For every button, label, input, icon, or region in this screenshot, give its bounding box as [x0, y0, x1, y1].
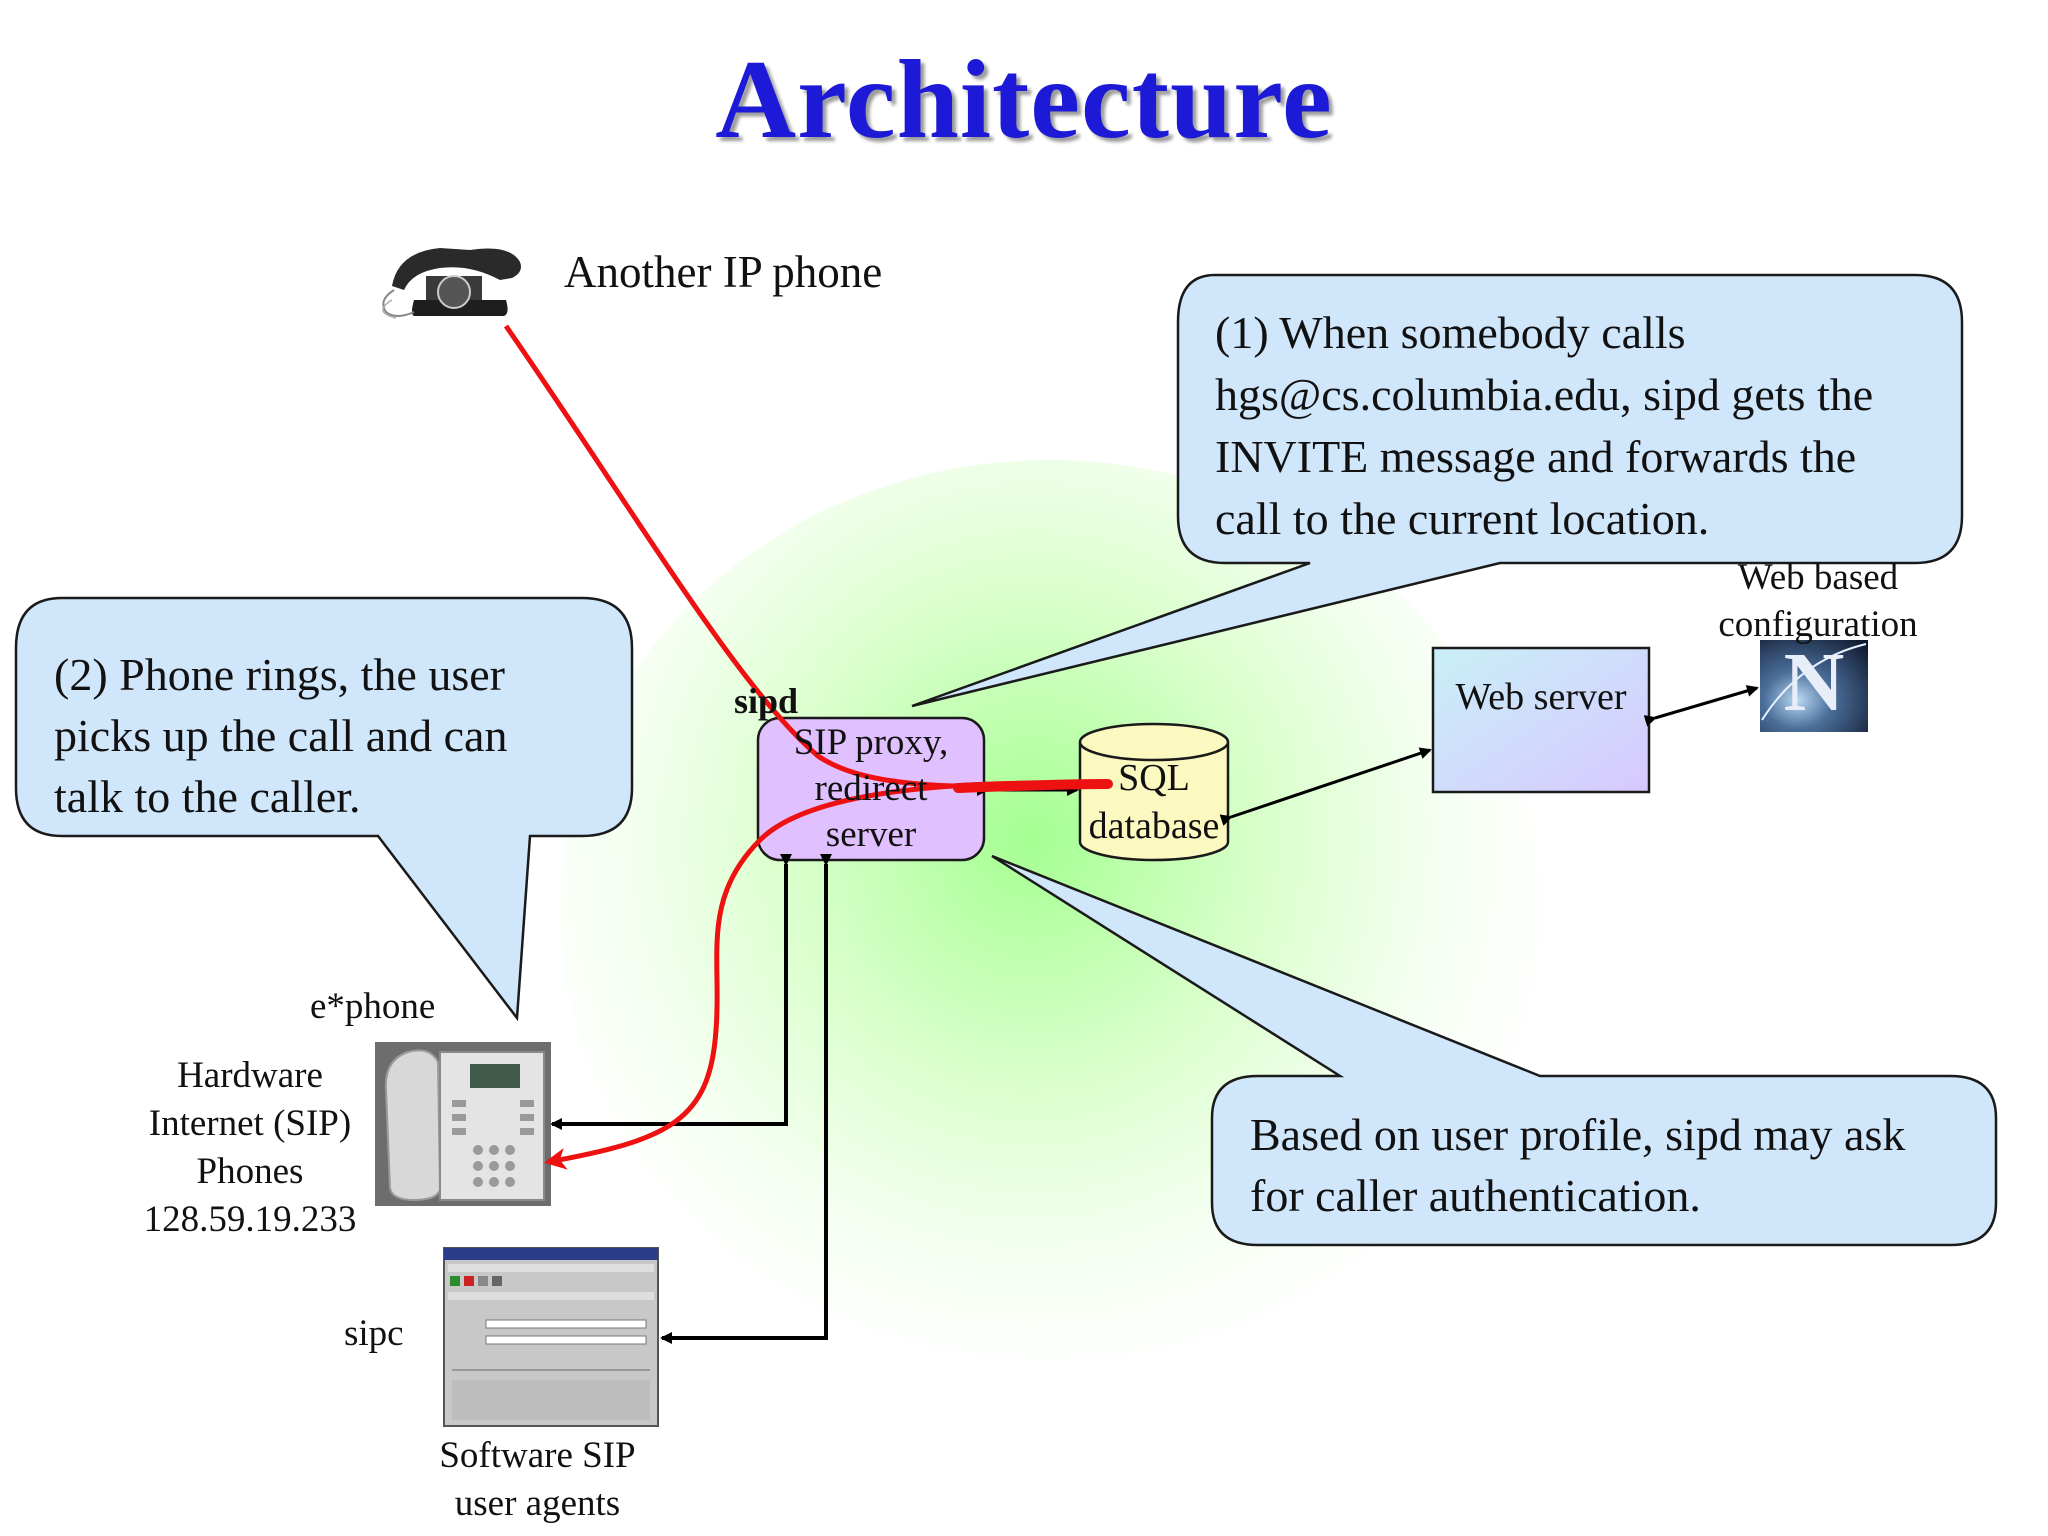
callout-1-bubble — [911, 273, 1964, 708]
web-config-line-1: Web based — [1737, 557, 1899, 598]
netscape-icon: N — [1760, 636, 1868, 732]
netscape-letter: N — [1784, 636, 1845, 729]
proxy-line-2: redirect — [814, 768, 928, 809]
arrow-proxy-sipc — [660, 854, 832, 1344]
callout-3-line-2: for caller authentication. — [1250, 1170, 1701, 1221]
page-title: Architecture — [715, 38, 1333, 162]
callout-2-line-1: (2) Phone rings, the user — [54, 649, 505, 700]
callout-3-line-1: Based on user profile, sipd may ask — [1250, 1109, 1906, 1160]
callout-2-line-3: talk to the caller. — [54, 771, 361, 822]
callout-1-line-3: INVITE message and forwards the — [1215, 431, 1857, 482]
sipc-label: sipc — [344, 1313, 404, 1354]
arrow-web-netscape — [1643, 685, 1759, 727]
web-server-box — [1431, 646, 1651, 794]
sw-line-1: Software SIP — [439, 1435, 636, 1476]
proxy-line-1: SIP proxy, — [793, 722, 949, 763]
sipd-label: sipd — [734, 681, 799, 721]
arrow-proxy-ephone — [550, 854, 792, 1130]
ephone-label: e*phone — [310, 986, 436, 1027]
sql-line-2: database — [1088, 805, 1220, 847]
web-config-label: Web based configuration — [1690, 554, 1946, 648]
callout-3-text: Based on user profile, sipd may ask for … — [1250, 1104, 1905, 1226]
callout-2-text: (2) Phone rings, the user picks up the c… — [54, 644, 507, 827]
callout-2-bubble — [14, 596, 634, 1022]
hw-line-3: Phones — [196, 1151, 304, 1192]
callout-1-text: (1) When somebody calls hgs@cs.columbia.… — [1215, 302, 1873, 550]
desk-phone-icon — [375, 1042, 551, 1206]
callout-1-line-2: hgs@cs.columbia.edu, sipd gets the — [1215, 369, 1874, 420]
web-config-line-2: configuration — [1718, 604, 1918, 645]
callout-3-bubble — [991, 854, 1998, 1247]
web-server-text: Web server — [1455, 676, 1627, 718]
callout-2-line-2: picks up the call and can — [54, 710, 508, 761]
call-path-return — [544, 780, 1091, 1170]
sql-line-1: SQL — [1118, 757, 1190, 799]
hw-line-4: 128.59.19.233 — [143, 1199, 357, 1240]
sql-database-text: SQL database — [1080, 754, 1228, 850]
sip-proxy-text: SIP proxy, redirect server — [758, 720, 984, 858]
sql-database-cylinder — [1078, 722, 1230, 862]
callout-1-line-1: (1) When somebody calls — [1215, 307, 1686, 358]
another-phone-label: Another IP phone — [564, 247, 883, 297]
sw-line-2: user agents — [454, 1483, 621, 1524]
sip-client-window-icon — [443, 1247, 659, 1427]
hw-line-1: Hardware — [177, 1055, 323, 1096]
hw-line-2: Internet (SIP) — [148, 1103, 352, 1144]
software-agents-label: Software SIP user agents — [400, 1432, 675, 1528]
arrow-db-web — [1219, 747, 1432, 826]
proxy-line-3: server — [825, 814, 917, 855]
telephone-icon — [382, 248, 521, 319]
callout-1-line-4: call to the current location. — [1215, 493, 1710, 544]
hardware-phones-label: Hardware Internet (SIP) Phones 128.59.19… — [120, 1052, 380, 1244]
